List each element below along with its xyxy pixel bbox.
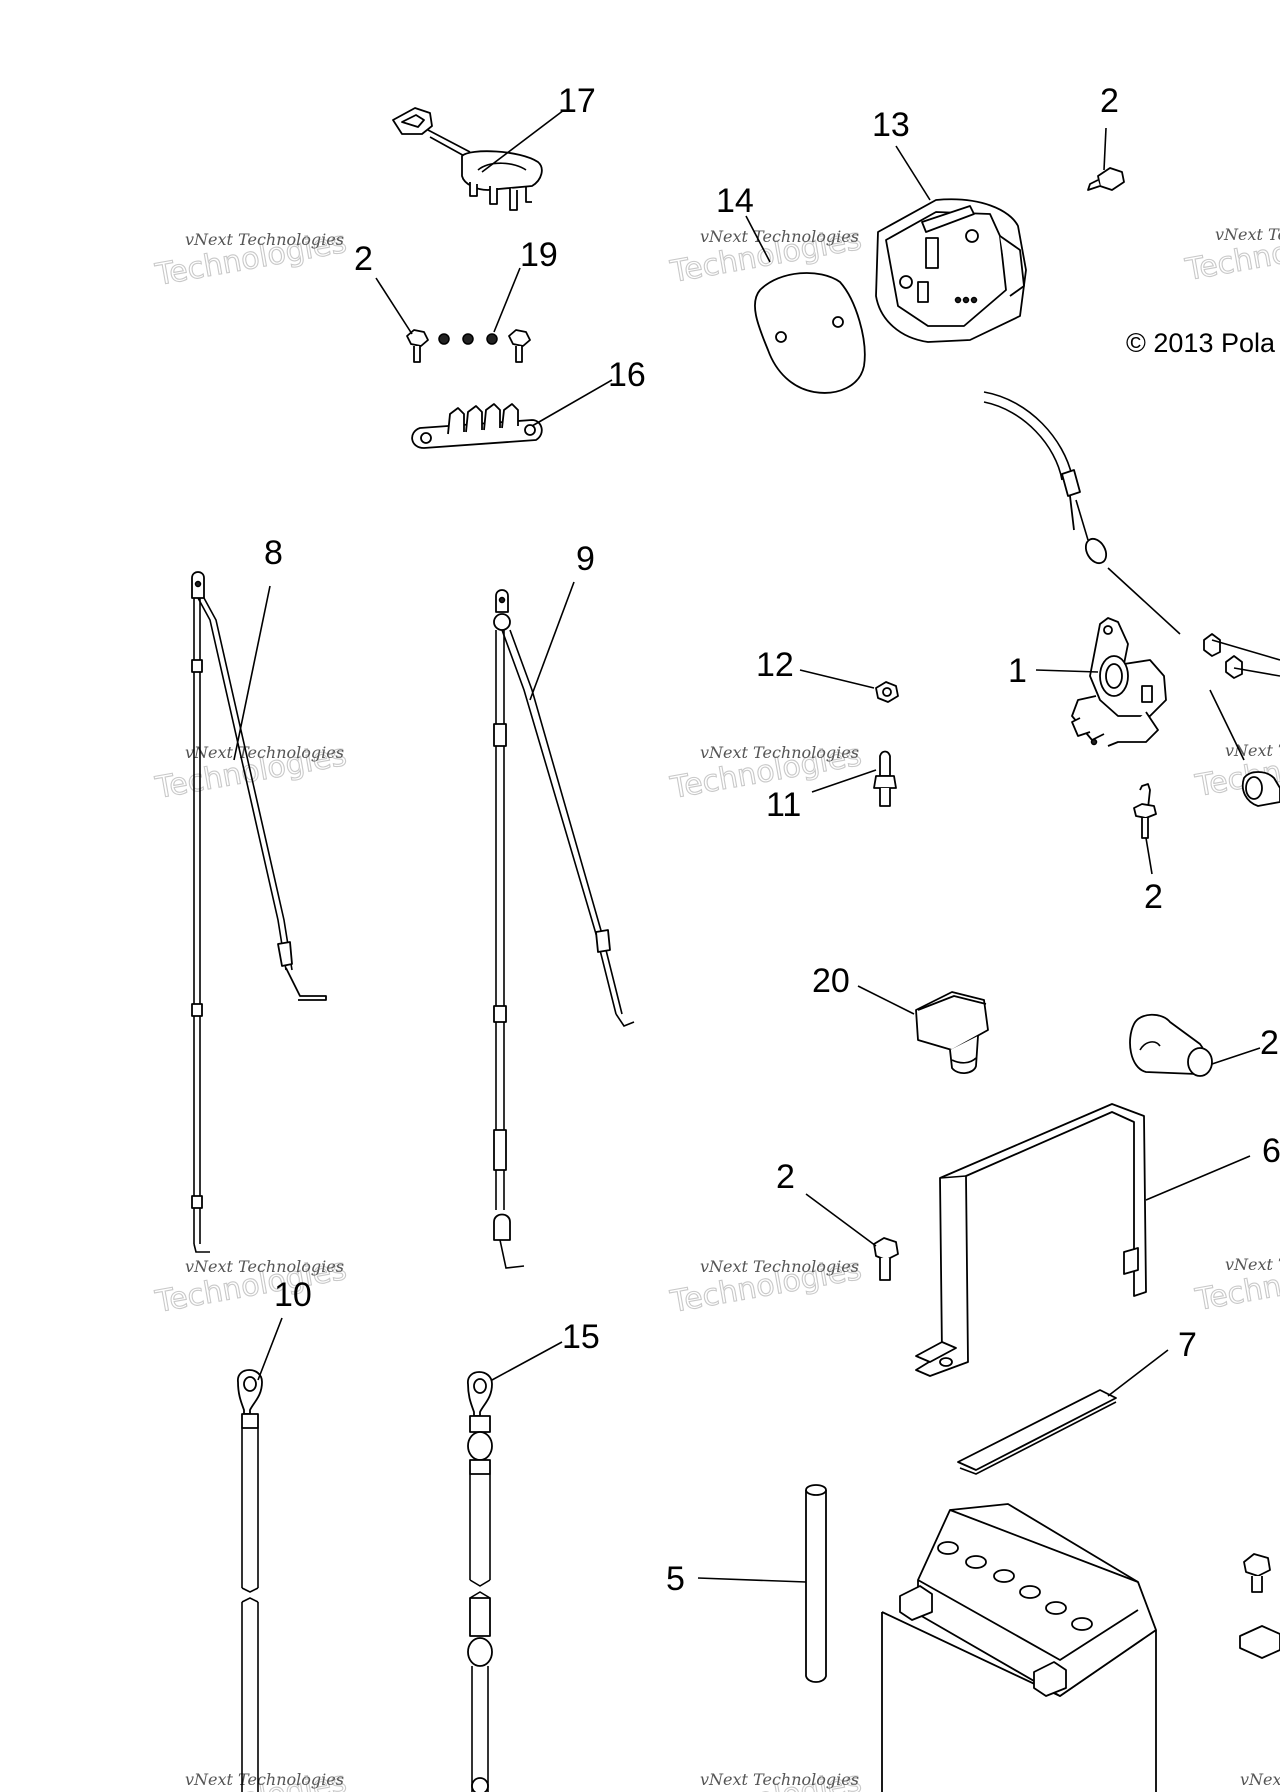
watermark: Technologies vNext Technologies (152, 1251, 350, 1320)
callout-21: 2 (1260, 1024, 1279, 1062)
part-1-starter-solenoid (1071, 617, 1167, 747)
callout-2: 2 (354, 240, 373, 278)
part-7-pad (957, 1389, 1117, 1475)
svg-text:vNext Technologies: vNext Technologies (700, 1770, 859, 1789)
callout-9: 9 (576, 540, 595, 578)
callout-labels: 17 13 2 14 2 19 16 8 9 12 1 11 2 20 2 2 … (264, 82, 1280, 1598)
callout-2: 2 (776, 1158, 795, 1196)
svg-text:vNext Technologies: vNext Technologies (1225, 1255, 1280, 1274)
part-10-cable (237, 1369, 263, 1792)
part-2-screw (873, 1237, 899, 1281)
svg-text:vNext Technologies: vNext Technologies (700, 227, 859, 246)
battery (881, 1503, 1157, 1792)
callout-6: 6 (1262, 1132, 1280, 1170)
callout-1: 1 (1008, 652, 1027, 690)
part-12-nut (875, 681, 899, 703)
callout-7: 7 (1178, 1326, 1197, 1364)
part-nut-square (1239, 1625, 1280, 1659)
part-2-screw (1133, 783, 1157, 839)
callout-17: 17 (558, 82, 596, 120)
callout-15: 15 (562, 1318, 600, 1356)
part-2-screw (508, 329, 531, 363)
part-17-tether-cap (392, 107, 543, 211)
svg-text:vNext Technologies: vNext Technologies (1240, 1770, 1280, 1789)
callout-10: 10 (274, 1276, 312, 1314)
svg-text:vNext Technologies: vNext Technologies (1215, 225, 1280, 244)
copyright-notice: © 2013 Pola (1126, 328, 1276, 358)
part-19-grommets (438, 333, 498, 345)
part-13-fuse-box (875, 198, 1027, 343)
watermark: Technologies vNext Technologies (1182, 219, 1280, 288)
battery-cable (983, 391, 1181, 635)
callout-8: 8 (264, 534, 283, 572)
watermark: Technologies vNext Technologies (1207, 1764, 1280, 1792)
part-21-terminal-boot (1129, 1013, 1213, 1077)
svg-text:vNext Technologies: vNext Technologies (185, 743, 344, 762)
part-2-screw (1087, 167, 1125, 191)
svg-text:vNext Technologies: vNext Technologies (700, 1257, 859, 1276)
callout-12: 12 (756, 646, 794, 684)
callout-11: 11 (766, 786, 801, 824)
svg-text:vNext Technologies: vNext Technologies (1225, 741, 1280, 760)
part-ground-cable (1209, 689, 1280, 807)
part-14-cover-plate (754, 272, 866, 394)
callout-14: 14 (716, 182, 754, 220)
part-nut (1203, 633, 1280, 679)
part-2-screw (406, 329, 429, 363)
part-20-terminal-boot (915, 991, 989, 1074)
watermark: Technologies vNext Technologies (152, 1764, 350, 1792)
part-2-screw (1243, 1553, 1271, 1593)
callout-5: 5 (666, 1560, 685, 1598)
svg-text:vNext Technologies: vNext Technologies (700, 743, 859, 762)
svg-text:vNext Technologies: vNext Technologies (185, 230, 344, 249)
svg-text:vNext Technologies: vNext Technologies (185, 1257, 344, 1276)
part-8-cable-assembly (191, 571, 327, 1253)
leader-lines (233, 109, 1261, 1583)
part-5-vent-tube (805, 1484, 827, 1683)
callout-2: 2 (1144, 878, 1163, 916)
part-11-stud (873, 750, 897, 807)
watermark: Technologies vNext Technologies (1192, 1249, 1280, 1318)
callout-19: 19 (520, 236, 558, 274)
part-9-cable-assembly (493, 589, 635, 1269)
watermark: Technologies vNext Technologies (667, 1251, 865, 1320)
callout-16: 16 (608, 356, 646, 394)
watermark: Technologies vNext Technologies (667, 1764, 865, 1792)
callout-13: 13 (872, 106, 910, 144)
part-16-terminal-block (411, 403, 543, 449)
part-6-hold-down-bracket (915, 1103, 1147, 1377)
watermark: Technologies vNext Technologies (152, 224, 350, 293)
part-15-cable (467, 1371, 493, 1792)
callout-2: 2 (1100, 82, 1119, 120)
svg-text:vNext Technologies: vNext Technologies (185, 1770, 344, 1789)
watermark-group: Technologies vNext Technologies Technolo… (152, 219, 1280, 1792)
callout-20: 20 (812, 962, 850, 1000)
